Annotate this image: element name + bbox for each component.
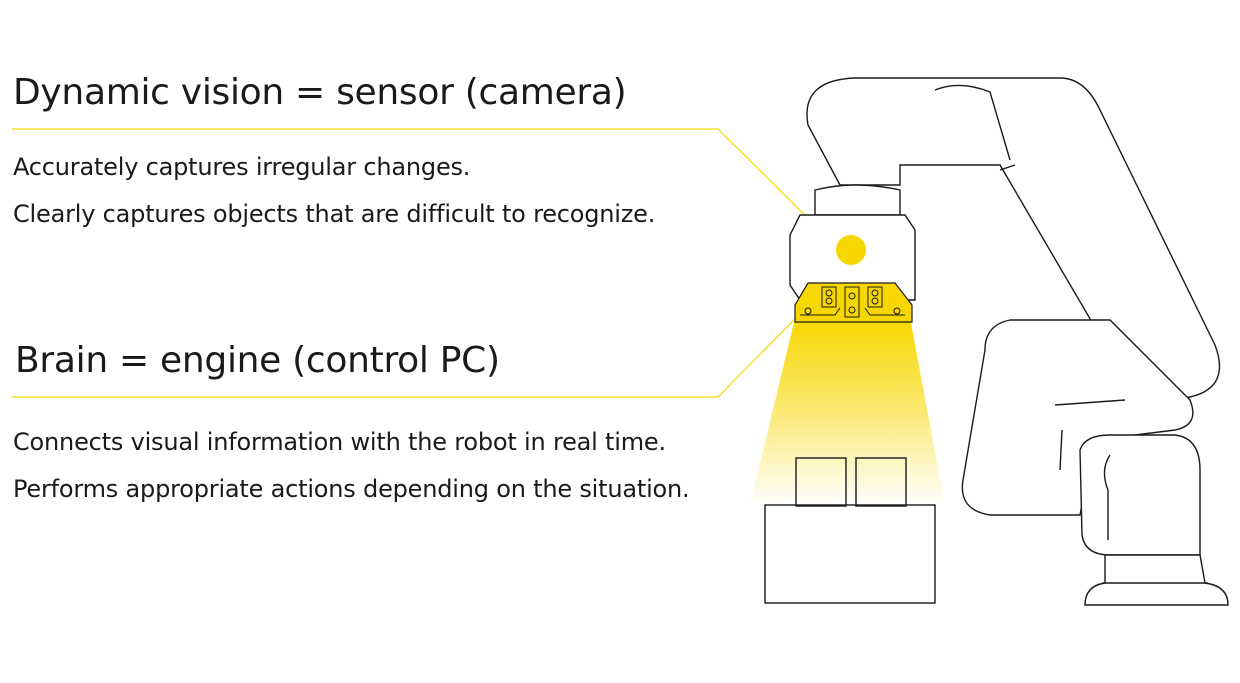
camera-heading: Dynamic vision = sensor (camera): [13, 72, 627, 113]
workpiece-base-box: [764, 504, 936, 604]
camera-housing: [789, 184, 916, 301]
workpiece: [764, 457, 936, 604]
engine-description-line-2: Performs appropriate actions depending o…: [13, 475, 690, 503]
camera-lens-icon: [836, 235, 866, 265]
workpiece-block-left: [795, 457, 847, 507]
workpiece-block-right: [855, 457, 907, 507]
engine-description-line-1: Connects visual information with the rob…: [13, 428, 666, 456]
engine-heading: Brain = engine (control PC): [15, 340, 500, 381]
light-beam: [750, 318, 945, 505]
camera-callout-line: [12, 128, 841, 251]
robot-arm: [806, 77, 1229, 606]
camera-description-line-2: Clearly captures objects that are diffic…: [13, 200, 656, 228]
engine-module: [794, 282, 913, 323]
camera-description-line-1: Accurately captures irregular changes.: [13, 153, 471, 181]
